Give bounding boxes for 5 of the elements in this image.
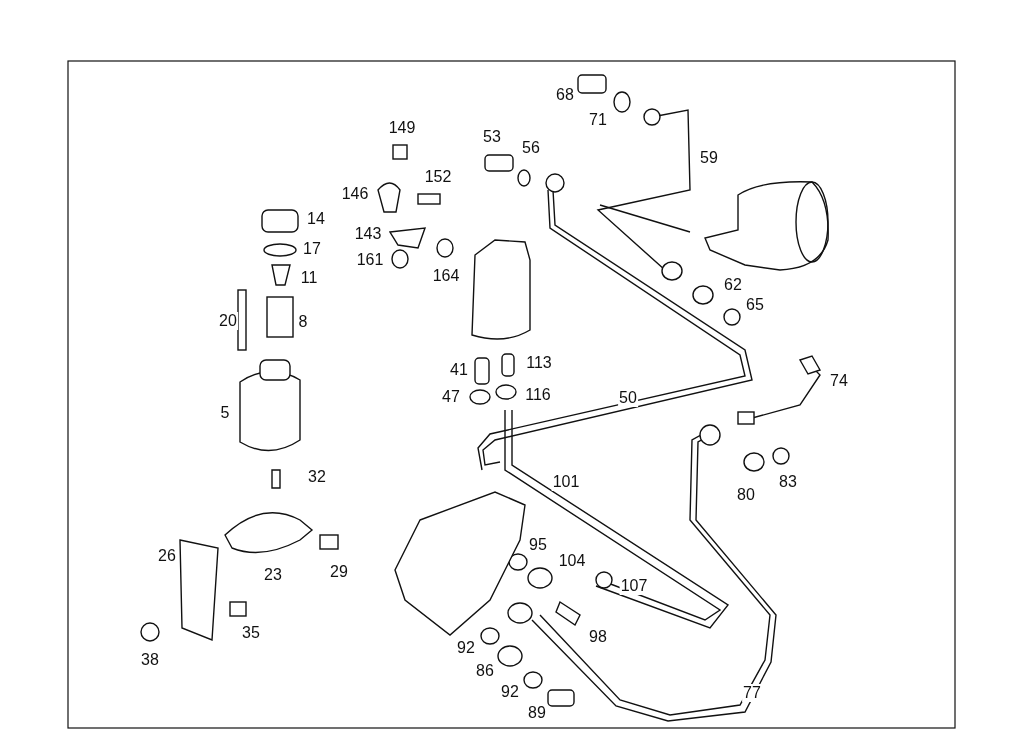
callout-number: 101 [551, 473, 581, 491]
callout-number: 77 [742, 684, 762, 702]
callout-number: 20 [218, 312, 238, 330]
callout-number: 50 [618, 389, 638, 407]
callout-number: 107 [619, 577, 649, 595]
